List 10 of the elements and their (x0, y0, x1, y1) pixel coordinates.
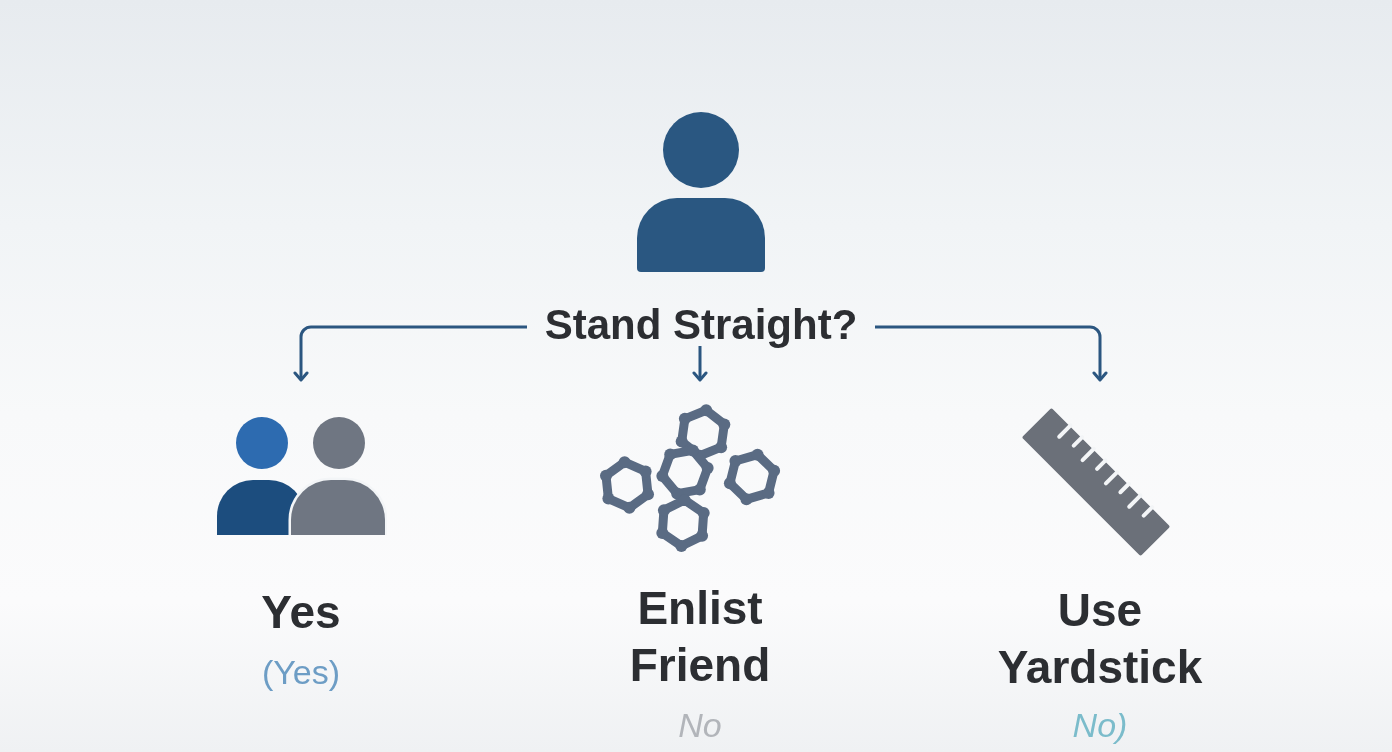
arrow (875, 325, 1108, 382)
option-label: Enlist Friend (628, 581, 772, 693)
arrow (692, 346, 708, 382)
arrow (293, 325, 527, 382)
question-label: Stand Straight? (543, 304, 859, 346)
option-label: Yes (260, 585, 342, 640)
option-label: Use Yardstick (996, 583, 1204, 695)
answer-label: (Yes) (260, 652, 342, 692)
answer-label: No (677, 705, 723, 745)
answer-label: No) (1071, 705, 1129, 745)
